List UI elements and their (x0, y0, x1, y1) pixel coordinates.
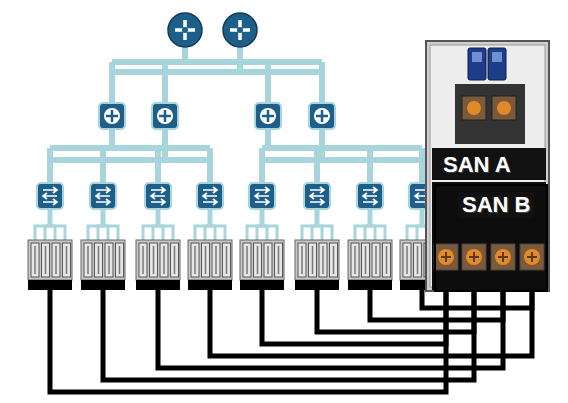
server-rack (28, 240, 72, 290)
access-link (101, 208, 106, 226)
access-link (208, 208, 213, 226)
san-cable (370, 288, 503, 320)
access-link (262, 226, 267, 240)
access-link (156, 208, 161, 226)
core-switch-icon (255, 103, 281, 129)
san-cable (262, 288, 446, 344)
access-link (317, 226, 332, 240)
access-link (210, 226, 215, 240)
downlink (109, 128, 115, 148)
access-link (257, 226, 262, 240)
access-switch-icon (197, 183, 223, 209)
access-link (50, 226, 55, 240)
access-link (35, 226, 50, 240)
access-link (48, 208, 53, 226)
san-label: SAN A (439, 152, 515, 178)
access-link (370, 226, 375, 240)
access-link (45, 226, 50, 240)
downlink (50, 145, 210, 151)
access-link (315, 208, 320, 226)
downlink (262, 157, 422, 163)
uplink (162, 62, 168, 104)
core-switch-icon (99, 103, 125, 129)
access-link (158, 226, 163, 240)
access-switch-icon (249, 183, 275, 209)
san-enclosure-box: SAN B SAN A (425, 40, 550, 292)
downlink (155, 148, 161, 184)
core-switch-icon (309, 103, 335, 129)
downlink (314, 148, 320, 184)
uplink (319, 62, 325, 104)
san-cable (210, 288, 532, 356)
server-rack (81, 240, 125, 290)
downlink (265, 128, 271, 148)
access-link (143, 226, 158, 240)
access-link (365, 226, 370, 240)
access-switch-icon (90, 183, 116, 209)
access-link (420, 208, 425, 226)
access-link (312, 226, 317, 240)
downlink (162, 128, 168, 160)
access-link (370, 226, 385, 240)
downlink (50, 157, 210, 163)
access-link (260, 208, 265, 226)
access-link (368, 208, 373, 226)
uplink (112, 59, 322, 65)
server-rack (136, 240, 180, 290)
access-link (195, 226, 210, 240)
access-link (153, 226, 158, 240)
uplink (265, 62, 271, 104)
access-link (205, 226, 210, 240)
access-link (98, 226, 103, 240)
server-rack (348, 240, 392, 290)
access-link (247, 226, 262, 240)
server-rack (188, 240, 232, 290)
san-enclosure (425, 40, 550, 292)
downlink (262, 145, 422, 151)
access-link (355, 226, 370, 240)
access-switch-icon (304, 183, 330, 209)
access-link (317, 226, 322, 240)
access-link (210, 226, 225, 240)
downlink (259, 148, 265, 184)
downlink (367, 148, 373, 184)
access-link (158, 226, 173, 240)
uplink (112, 69, 322, 75)
server-rack (295, 240, 339, 290)
access-switch-icon (145, 183, 171, 209)
access-link (302, 226, 317, 240)
access-link (407, 226, 422, 240)
downlink (100, 148, 106, 184)
access-link (103, 226, 118, 240)
downlink (47, 148, 53, 184)
access-switch-icon (357, 183, 383, 209)
access-link (88, 226, 103, 240)
core-switch-icon (152, 103, 178, 129)
san-cable (50, 288, 446, 392)
downlink (207, 148, 213, 184)
uplink (109, 62, 115, 104)
router-icon (168, 13, 202, 47)
router-icon (223, 13, 257, 47)
san-storage-box: SAN B (434, 184, 548, 292)
access-switch-icon (37, 183, 63, 209)
access-link (417, 226, 422, 240)
access-link (50, 226, 65, 240)
server-rack (240, 240, 284, 290)
san-label: SAN B (458, 192, 534, 218)
access-link (103, 226, 108, 240)
access-link (262, 226, 277, 240)
